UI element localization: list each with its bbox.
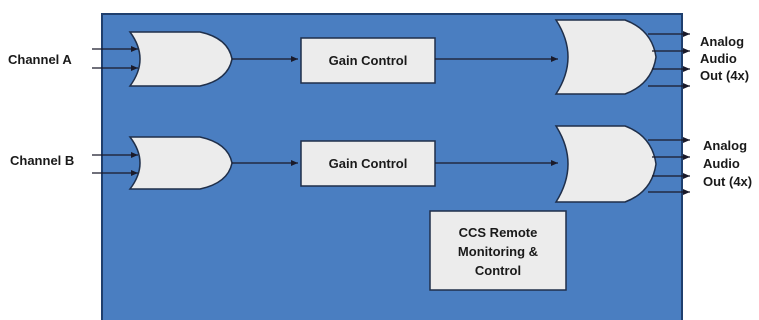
output-a-label-line-3: Out (4x) bbox=[700, 68, 749, 83]
channel-a-input-module bbox=[128, 31, 233, 87]
ccs-label-line-1: CCS Remote bbox=[459, 225, 538, 240]
output-b-lines bbox=[648, 137, 690, 195]
output-a-label-line-1: Analog bbox=[700, 34, 744, 49]
output-b-label-line-1: Analog bbox=[703, 138, 747, 153]
output-a-label-line-2: Audio bbox=[700, 51, 737, 66]
channel-b-input-module bbox=[128, 136, 233, 190]
ccs-label-line-3: Control bbox=[475, 263, 521, 278]
channel-b-label: Channel B bbox=[10, 153, 74, 168]
output-a-lines bbox=[648, 31, 690, 89]
gain-control-a-box bbox=[300, 37, 436, 84]
output-b-label-line-2: Audio bbox=[703, 156, 740, 171]
channel-a-label: Channel A bbox=[8, 52, 72, 67]
output-b-label-line-3: Out (4x) bbox=[703, 174, 752, 189]
gain-control-a-label: Gain Control bbox=[329, 53, 408, 68]
ccs-label-line-2: Monitoring & bbox=[458, 244, 538, 259]
ccs-remote-box bbox=[429, 210, 567, 291]
gain-control-b-label: Gain Control bbox=[329, 156, 408, 171]
output-module-b bbox=[554, 125, 657, 203]
output-module-a bbox=[554, 19, 657, 95]
